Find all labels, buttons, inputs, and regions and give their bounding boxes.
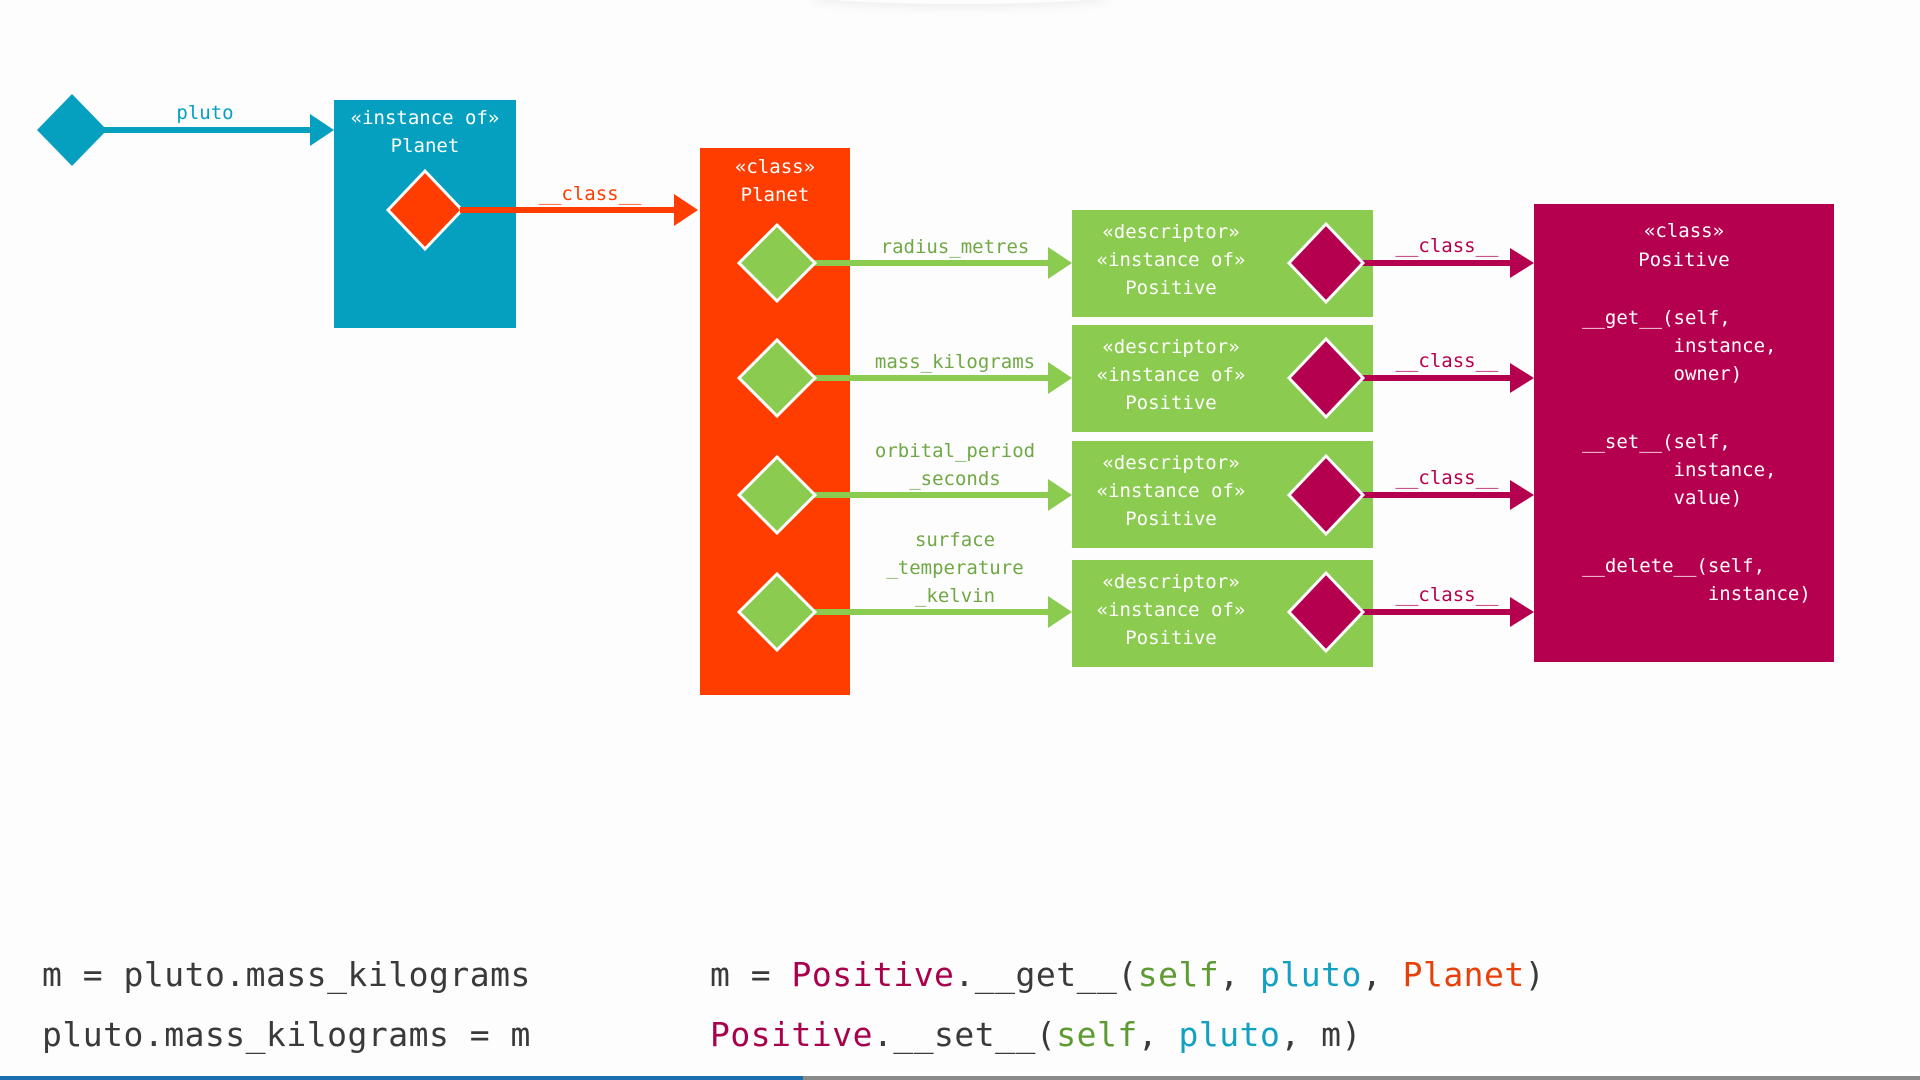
code-token: .__get__( xyxy=(954,955,1138,994)
descriptor-box-text: Positive xyxy=(1125,392,1217,414)
video-progress-bar[interactable] xyxy=(0,1076,1920,1080)
descriptor-class-arrowhead-icon xyxy=(1510,248,1534,278)
attribute-name-label: _kelvin xyxy=(915,585,995,607)
code-token: ) xyxy=(1524,955,1546,994)
attribute-arrowhead-icon xyxy=(1048,479,1072,511)
method-signature-line: __get__(self, xyxy=(1582,307,1731,329)
video-progress-fill xyxy=(0,1076,803,1080)
descriptor-box-text: «instance of» xyxy=(1097,249,1246,271)
descriptor-class-diamond-icon xyxy=(1286,453,1366,537)
method-signature-line: __delete__(self, xyxy=(1582,555,1765,577)
attribute-name-label: _seconds xyxy=(909,468,1001,490)
instance-box-class-name: Planet xyxy=(391,135,460,157)
descriptor-box-text: Positive xyxy=(1125,508,1217,530)
code-token: self xyxy=(1137,955,1220,994)
code-token: Positive xyxy=(791,955,955,994)
method-signature-line: instance, xyxy=(1582,335,1776,357)
class-edge-label: __class__ xyxy=(539,183,643,205)
class-arrowhead-icon xyxy=(674,194,698,226)
pluto-arrowhead-icon xyxy=(310,114,334,146)
code-line-get-desugared: m = Positive.__get__(self, pluto, Planet… xyxy=(710,955,1545,994)
code-token: Planet xyxy=(1402,955,1525,994)
attribute-row: mass_kilograms «descriptor» «instance of» P… xyxy=(736,325,1534,432)
attribute-diamond-icon xyxy=(736,454,818,536)
descriptor-class-edge-label: __class__ xyxy=(1396,350,1500,372)
descriptor-class-edge-label: __class__ xyxy=(1396,584,1500,606)
instance-box-stereotype: «instance of» xyxy=(351,107,500,129)
descriptor-class-arrowhead-icon xyxy=(1510,597,1534,627)
descriptor-class-arrowhead-icon xyxy=(1510,480,1534,510)
attribute-arrowhead-icon xyxy=(1048,596,1072,628)
code-line-get-attribute: m = pluto.mass_kilograms xyxy=(42,955,531,994)
code-token: self xyxy=(1056,1015,1138,1054)
attribute-name-label: radius_metres xyxy=(881,236,1030,258)
descriptor-class-diamond-icon xyxy=(1286,570,1366,654)
code-token: , m) xyxy=(1280,1015,1362,1054)
positive-class-box[interactable] xyxy=(1534,204,1834,662)
attribute-arrowhead-icon xyxy=(1048,362,1072,394)
pluto-edge-label: pluto xyxy=(176,102,233,124)
planet-class-name: Planet xyxy=(741,184,810,206)
descriptor-box-text: «instance of» xyxy=(1097,480,1246,502)
method-signature-line: instance, xyxy=(1582,459,1776,481)
descriptor-class-edge-label: __class__ xyxy=(1396,235,1500,257)
attribute-diamond-icon xyxy=(736,222,818,304)
attribute-name-label: mass_kilograms xyxy=(875,351,1035,373)
attribute-name-label: orbital_period xyxy=(875,440,1035,462)
descriptor-class-diamond-icon xyxy=(1286,221,1366,305)
descriptor-box-text: Positive xyxy=(1125,277,1217,299)
positive-class-stereotype: «class» xyxy=(1644,220,1724,242)
attribute-diamond-icon xyxy=(736,571,818,653)
code-token: pluto xyxy=(1259,955,1362,994)
method-signature-line: value) xyxy=(1582,487,1742,509)
attribute-name-label: _temperature xyxy=(886,557,1023,579)
descriptor-box-text: «descriptor» xyxy=(1102,452,1239,474)
attribute-row: orbital_period _seconds «descriptor» «insta… xyxy=(736,440,1534,548)
descriptor-box-text: «descriptor» xyxy=(1102,571,1239,593)
positive-method-signature: __delete__(self, instance) xyxy=(1582,555,1811,605)
attribute-name-label: surface xyxy=(915,529,995,551)
descriptor-class-diamond-icon xyxy=(1286,336,1366,420)
positive-class-name: Positive xyxy=(1638,249,1730,271)
code-token: m = xyxy=(710,955,792,994)
method-signature-line: owner) xyxy=(1582,363,1742,385)
code-token: .__set__( xyxy=(872,1015,1057,1054)
code-token: Positive xyxy=(710,1015,873,1054)
descriptor-box-text: «instance of» xyxy=(1097,599,1246,621)
attribute-diamond-icon xyxy=(736,337,818,419)
positive-method-signature: __set__(self, instance, value) xyxy=(1582,431,1776,509)
attribute-arrowhead-icon xyxy=(1048,247,1072,279)
attribute-row: surface _temperature _kelvin «descriptor» «i… xyxy=(736,529,1534,667)
code-token: pluto xyxy=(1178,1015,1281,1054)
descriptor-box-text: «instance of» xyxy=(1097,364,1246,386)
descriptor-box-text: Positive xyxy=(1125,627,1217,649)
descriptor-box-text: «descriptor» xyxy=(1102,221,1239,243)
code-token: , xyxy=(1137,1015,1179,1054)
descriptor-box-text: «descriptor» xyxy=(1102,336,1239,358)
method-signature-line: __set__(self, xyxy=(1582,431,1731,453)
descriptor-class-edge-label: __class__ xyxy=(1396,467,1500,489)
descriptor-diagram: pluto «instance of» Planet __class__ «cl… xyxy=(37,94,1834,695)
code-line-set-attribute: pluto.mass_kilograms = m xyxy=(42,1015,531,1054)
planet-class-stereotype: «class» xyxy=(735,156,815,178)
code-line-set-desugared: Positive.__set__(self, pluto, m) xyxy=(710,1015,1362,1054)
positive-method-signature: __get__(self, instance, owner) xyxy=(1582,307,1776,385)
descriptor-class-arrowhead-icon xyxy=(1510,363,1534,393)
pluto-reference-diamond-icon xyxy=(37,94,107,166)
attribute-row: radius_metres «descriptor» «instance of» Po… xyxy=(736,210,1534,317)
code-token: , xyxy=(1361,955,1403,994)
method-signature-line: instance) xyxy=(1582,583,1811,605)
code-token: , xyxy=(1219,955,1260,994)
top-shadow xyxy=(810,0,1110,4)
